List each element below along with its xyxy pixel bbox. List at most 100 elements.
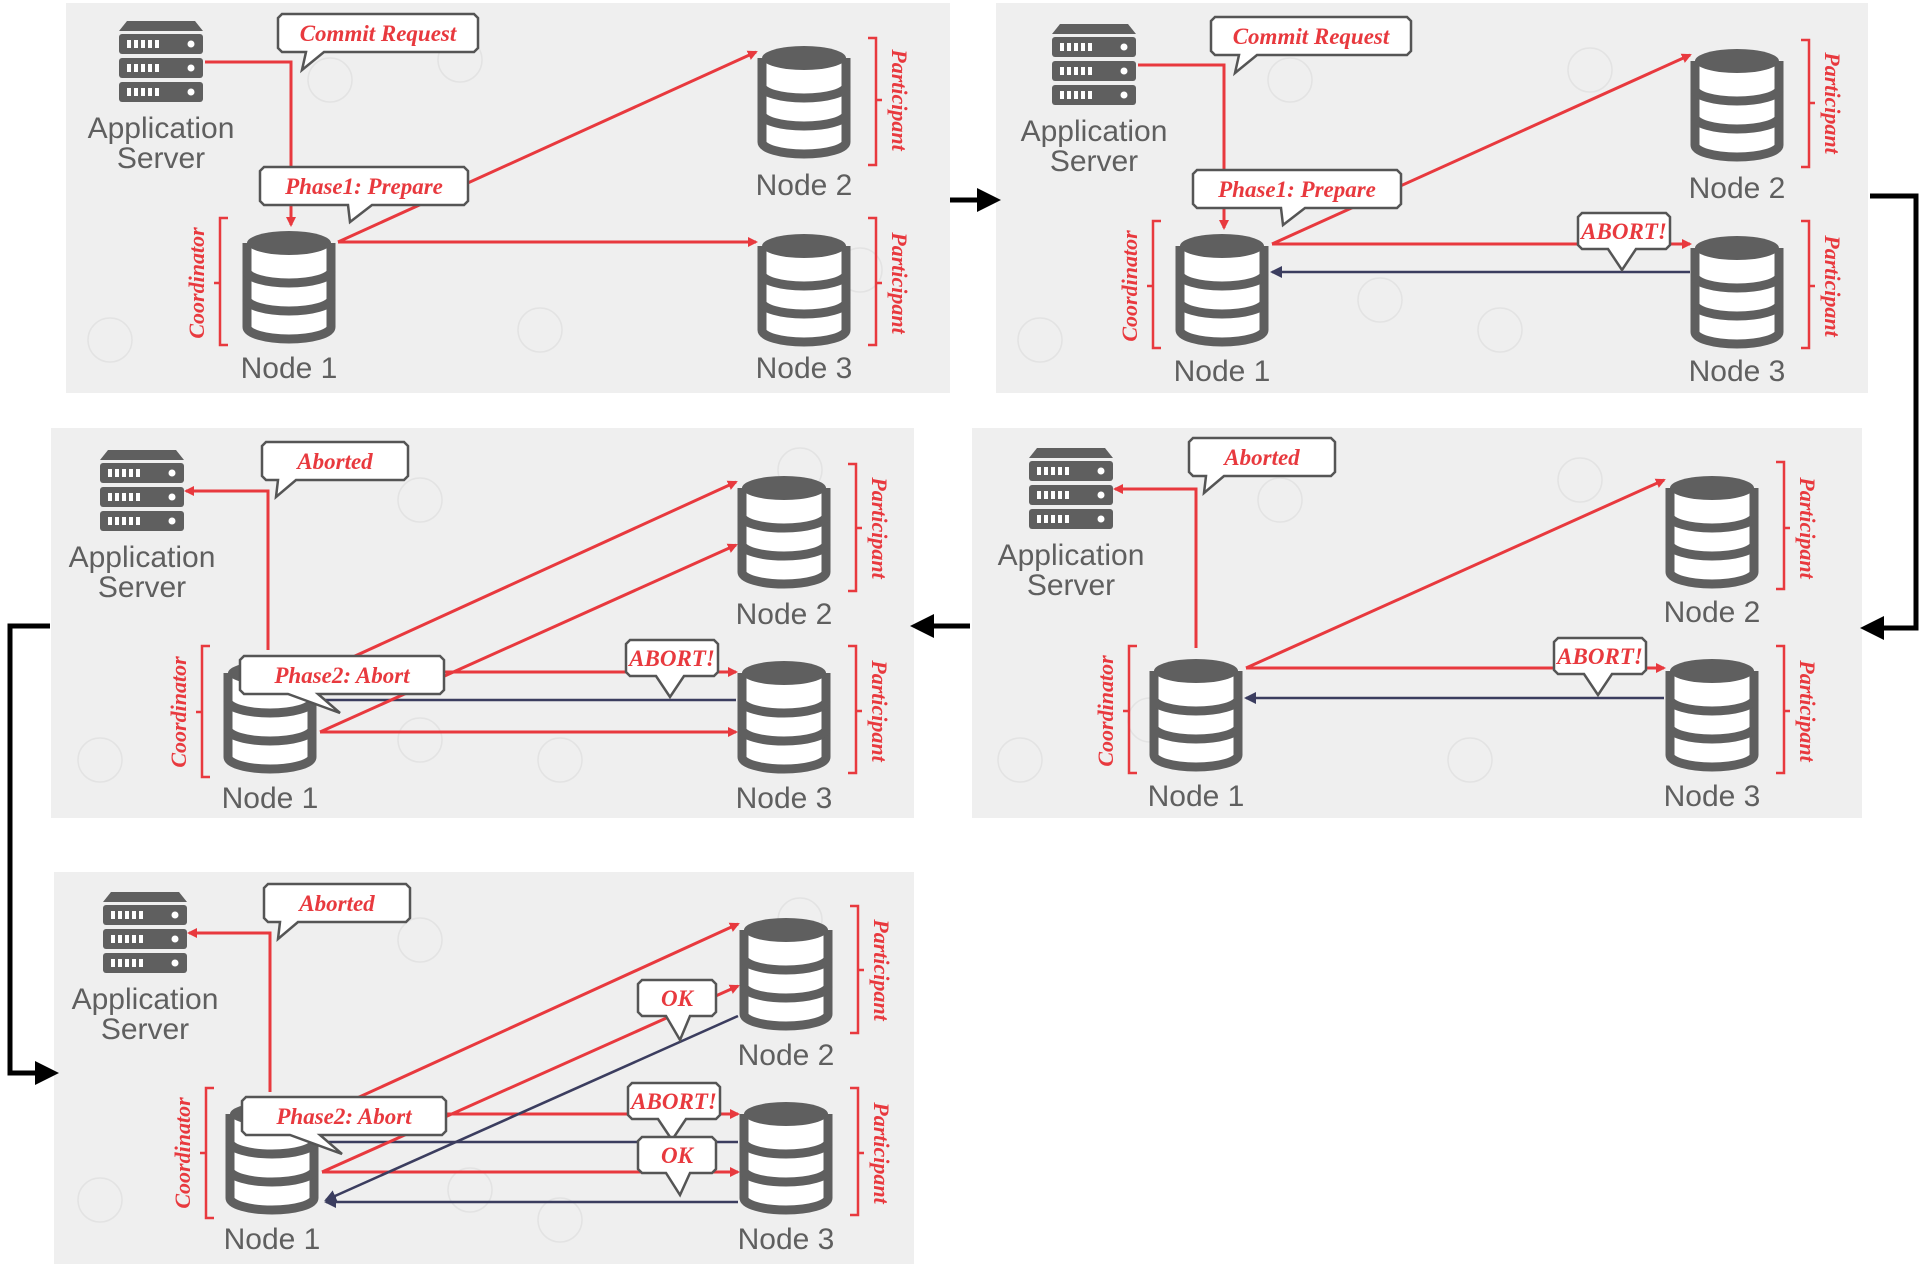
node2-database-icon xyxy=(1695,49,1779,157)
prepare-arrow-node2 xyxy=(337,50,758,244)
svg-text:Phase1: Prepare: Phase1: Prepare xyxy=(284,174,443,199)
node3-label: Node 3 xyxy=(738,1223,835,1256)
coordinator-bracket xyxy=(214,216,228,347)
app-server-label-line1: Application xyxy=(1021,115,1168,148)
svg-text:Phase2: Abort: Phase2: Abort xyxy=(275,1104,412,1129)
app-server-label-line2: Server xyxy=(117,142,205,175)
app-server-label-line2: Server xyxy=(101,1013,189,1046)
participant-bracket-node2 xyxy=(850,904,864,1035)
node3-label: Node 3 xyxy=(1664,780,1761,813)
panel-1: Application Server Node 1 Node 2 Node 3 … xyxy=(66,3,950,393)
participant-bracket-node2 xyxy=(848,462,862,593)
panel-4: Application Server Node 1 Node 2 Node 3 … xyxy=(51,428,914,818)
panel-5: Application Server Node 1 Node 2 Node 3 … xyxy=(54,872,914,1264)
ok-bubble-node2: OK xyxy=(636,978,718,1043)
participant-bracket-node2 xyxy=(1776,460,1790,591)
app-server-label-line2: Server xyxy=(1050,145,1138,178)
node1-label: Node 1 xyxy=(224,1223,321,1256)
participant-bracket-node3 xyxy=(850,1086,864,1217)
app-server-label-line2: Server xyxy=(1027,569,1115,602)
participant-label-node3: Participant xyxy=(1820,234,1845,337)
participant-label-node2: Participant xyxy=(869,918,894,1021)
node3-label: Node 3 xyxy=(1689,355,1786,388)
aborted-notify-arrow xyxy=(187,928,272,1092)
svg-text:ABORT!: ABORT! xyxy=(629,1089,717,1114)
phase2-abort-arrow-node2 xyxy=(319,543,738,734)
aborted-bubble: Aborted xyxy=(262,882,412,943)
participant-label-node3: Participant xyxy=(867,659,892,762)
svg-text:ABORT!: ABORT! xyxy=(1579,219,1667,244)
participant-label-node3: Participant xyxy=(869,1101,894,1204)
coordinator-bracket xyxy=(1147,219,1161,350)
participant-label-node3: Participant xyxy=(1795,659,1820,762)
participant-label-node2: Participant xyxy=(1820,51,1845,154)
watermark-pattern xyxy=(77,447,823,783)
participant-label-node2: Participant xyxy=(887,48,912,151)
phase2-abort-bubble: Phase2: Abort xyxy=(238,654,446,715)
node1-database-icon xyxy=(1180,234,1264,342)
node1-database-icon xyxy=(247,231,331,339)
watermark-pattern xyxy=(87,37,883,363)
participant-bracket-node3 xyxy=(848,644,862,775)
participant-bracket-node2 xyxy=(868,36,882,167)
node3-label: Node 3 xyxy=(736,782,833,815)
app-server-label-line1: Application xyxy=(88,112,235,145)
svg-text:ABORT!: ABORT! xyxy=(1555,644,1643,669)
commit-request-bubble: Commit Request xyxy=(276,12,480,74)
node2-label: Node 2 xyxy=(1664,596,1761,629)
app-server-label-line1: Application xyxy=(998,539,1145,572)
coordinator-bracket xyxy=(1123,644,1137,775)
prepare-arrow-node2 xyxy=(319,480,738,674)
participant-bracket-node3 xyxy=(1801,219,1815,350)
coordinator-label: Coordinator xyxy=(1117,230,1142,342)
abort-bubble: ABORT! xyxy=(1552,636,1648,698)
participant-bracket-node3 xyxy=(1776,644,1790,775)
participant-label-node3: Participant xyxy=(887,231,912,334)
node2-label: Node 2 xyxy=(738,1039,835,1072)
participant-label-node2: Participant xyxy=(1795,476,1820,579)
panel-3: Application Server Node 1 Node 2 Node 3 … xyxy=(972,428,1862,818)
aborted-notify-arrow xyxy=(1113,484,1198,648)
commit-request-bubble: Commit Request xyxy=(1209,15,1413,77)
svg-text:Commit Request: Commit Request xyxy=(300,21,457,46)
app-server-label-line1: Application xyxy=(69,541,216,574)
coordinator-label: Coordinator xyxy=(166,656,191,768)
coordinator-label: Coordinator xyxy=(1093,655,1118,767)
svg-text:OK: OK xyxy=(661,986,695,1011)
abort-bubble: ABORT! xyxy=(1576,211,1672,273)
ok-bubble-node3: OK xyxy=(636,1135,718,1198)
node2-label: Node 2 xyxy=(756,169,853,202)
abort-bubble: ABORT! xyxy=(624,638,720,700)
aborted-notify-arrow xyxy=(184,486,270,650)
node2-database-icon xyxy=(742,476,826,584)
node2-label: Node 2 xyxy=(736,598,833,631)
node3-database-icon xyxy=(762,234,846,342)
node1-database-icon xyxy=(1154,659,1238,767)
node2-database-icon xyxy=(1670,476,1754,584)
node3-database-icon xyxy=(1695,236,1779,344)
svg-text:Aborted: Aborted xyxy=(297,891,375,916)
aborted-bubble: Aborted xyxy=(260,440,410,501)
node1-label: Node 1 xyxy=(241,352,338,385)
svg-text:Phase1: Prepare: Phase1: Prepare xyxy=(1217,177,1376,202)
watermark-pattern xyxy=(1017,47,1613,363)
participant-bracket-node3 xyxy=(868,216,882,347)
coordinator-bracket xyxy=(196,644,210,779)
node3-database-icon xyxy=(1670,659,1754,767)
prepare-arrow-node2 xyxy=(321,922,740,1116)
svg-text:Phase2: Abort: Phase2: Abort xyxy=(273,663,410,688)
prepare-arrow-node2 xyxy=(1245,478,1666,670)
coordinator-bracket xyxy=(200,1086,214,1220)
flow-arrow-2-to-3 xyxy=(1860,193,1919,640)
node2-database-icon xyxy=(762,46,846,154)
flow-arrow-4-to-5 xyxy=(7,623,59,1085)
node1-label: Node 1 xyxy=(222,782,319,815)
coordinator-label: Coordinator xyxy=(170,1097,195,1209)
node3-database-icon xyxy=(742,661,826,769)
abort-bubble: ABORT! xyxy=(626,1081,722,1143)
svg-text:Aborted: Aborted xyxy=(1222,445,1300,470)
app-server-label-line1: Application xyxy=(72,983,219,1016)
phase1-prepare-bubble: Phase1: Prepare xyxy=(1191,168,1403,228)
svg-text:Commit Request: Commit Request xyxy=(1233,24,1390,49)
node1-label: Node 1 xyxy=(1174,355,1271,388)
